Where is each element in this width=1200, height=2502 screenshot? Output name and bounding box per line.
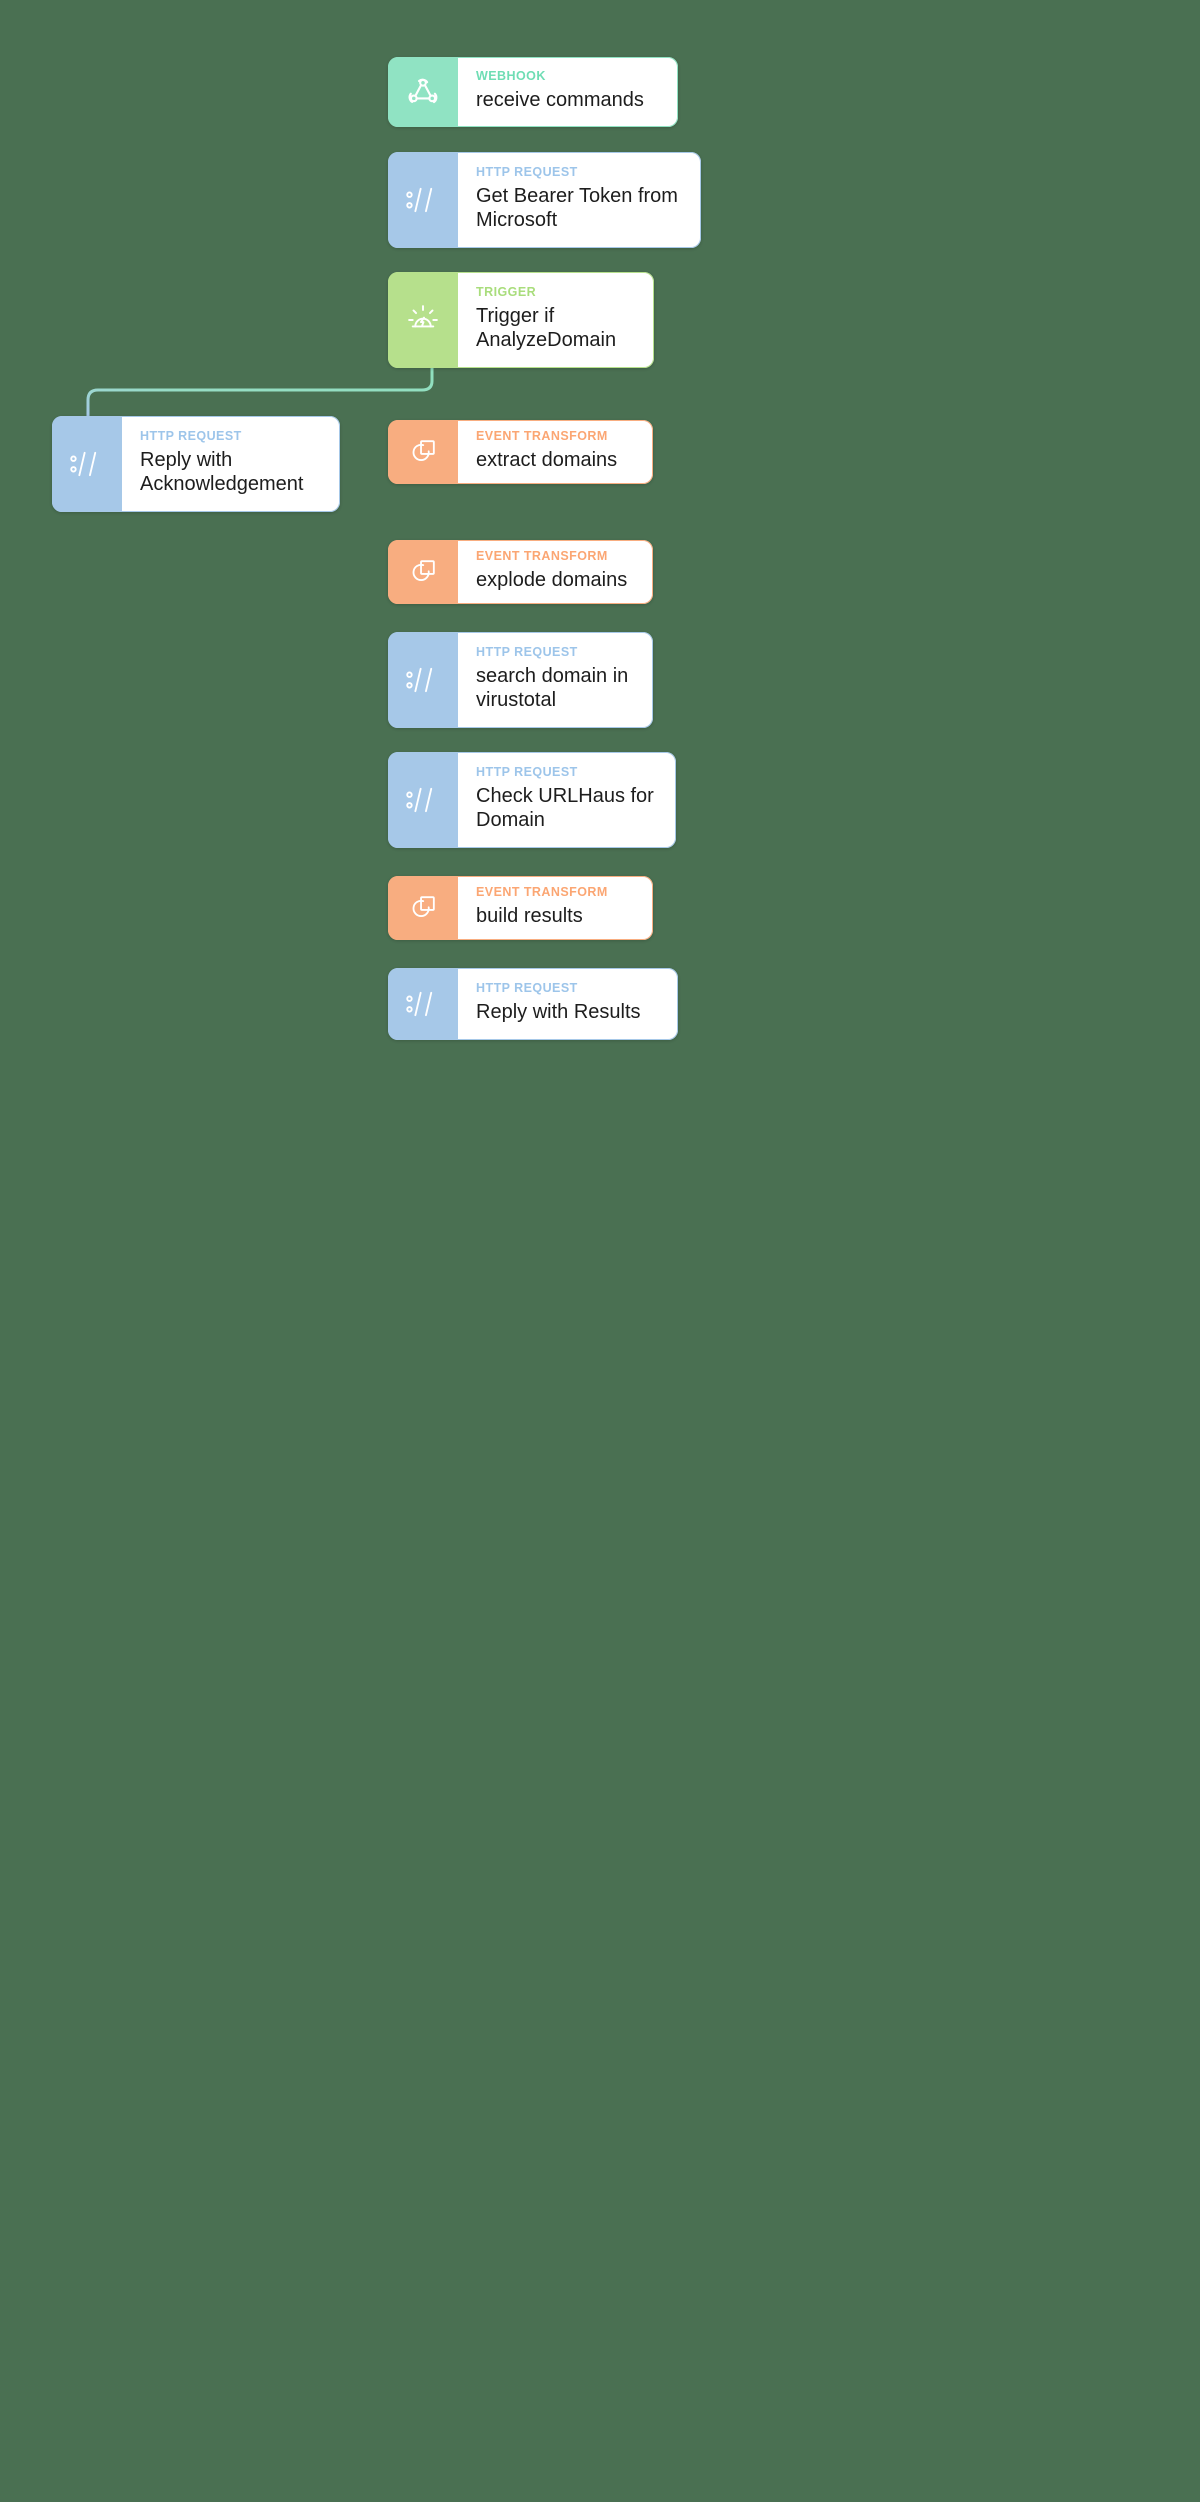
shape-transform-icon (388, 540, 458, 604)
node-get-bearer-token[interactable]: HTTP REQUEST Get Bearer Token from Micro… (388, 152, 701, 248)
alarm-light-icon (388, 272, 458, 368)
url-scheme-icon (388, 968, 458, 1040)
node-body: EVENT TRANSFORM extract domains (458, 420, 653, 484)
node-reply-with-acknowledgement[interactable]: HTTP REQUEST Reply with Acknowledgement (52, 416, 340, 512)
node-title: Get Bearer Token from Microsoft (476, 184, 678, 232)
node-explode-domains[interactable]: EVENT TRANSFORM explode domains (388, 540, 653, 604)
node-title: Check URLHaus for Domain (476, 784, 654, 832)
node-body: EVENT TRANSFORM explode domains (458, 540, 653, 604)
connector-trigger-to-ack (86, 366, 434, 418)
node-body: TRIGGER Trigger if AnalyzeDomain (458, 272, 654, 368)
node-build-results[interactable]: EVENT TRANSFORM build results (388, 876, 653, 940)
node-body: HTTP REQUEST Reply with Results (458, 968, 678, 1040)
node-title: Reply with Acknowledgement (140, 448, 304, 496)
node-extract-domains[interactable]: EVENT TRANSFORM extract domains (388, 420, 653, 484)
node-kind-label: WEBHOOK (476, 69, 546, 84)
webhook-icon (388, 57, 458, 127)
url-scheme-icon (388, 152, 458, 248)
node-kind-label: HTTP REQUEST (476, 165, 578, 180)
node-body: HTTP REQUEST Get Bearer Token from Micro… (458, 152, 701, 248)
node-kind-label: HTTP REQUEST (476, 645, 578, 660)
node-title: Reply with Results (476, 1001, 641, 1024)
node-title: search domain in virustotal (476, 664, 629, 712)
node-kind-label: EVENT TRANSFORM (476, 429, 608, 444)
node-title: Trigger if AnalyzeDomain (476, 304, 617, 352)
shape-transform-icon (388, 420, 458, 484)
node-trigger-if-analyzedomain[interactable]: TRIGGER Trigger if AnalyzeDomain (388, 272, 654, 368)
node-body: WEBHOOK receive commands (458, 57, 678, 127)
node-kind-label: HTTP REQUEST (476, 981, 578, 996)
node-body: EVENT TRANSFORM build results (458, 876, 653, 940)
node-reply-with-results[interactable]: HTTP REQUEST Reply with Results (388, 968, 678, 1040)
node-kind-label: HTTP REQUEST (140, 429, 242, 444)
node-search-domain-in-virustotal[interactable]: HTTP REQUEST search domain in virustotal (388, 632, 653, 728)
node-title: explode domains (476, 569, 628, 592)
node-kind-label: EVENT TRANSFORM (476, 549, 608, 564)
node-receive-commands[interactable]: WEBHOOK receive commands (388, 57, 678, 127)
url-scheme-icon (388, 752, 458, 848)
node-check-urlhaus-for-domain[interactable]: HTTP REQUEST Check URLHaus for Domain (388, 752, 676, 848)
node-body: HTTP REQUEST Check URLHaus for Domain (458, 752, 676, 848)
node-body: HTTP REQUEST search domain in virustotal (458, 632, 653, 728)
node-title: receive commands (476, 89, 644, 112)
node-kind-label: TRIGGER (476, 285, 537, 300)
node-title: build results (476, 905, 583, 928)
url-scheme-icon (52, 416, 122, 512)
node-title: extract domains (476, 449, 618, 472)
node-kind-label: EVENT TRANSFORM (476, 885, 608, 900)
url-scheme-icon (388, 632, 458, 728)
node-kind-label: HTTP REQUEST (476, 765, 578, 780)
node-body: HTTP REQUEST Reply with Acknowledgement (122, 416, 340, 512)
shape-transform-icon (388, 876, 458, 940)
